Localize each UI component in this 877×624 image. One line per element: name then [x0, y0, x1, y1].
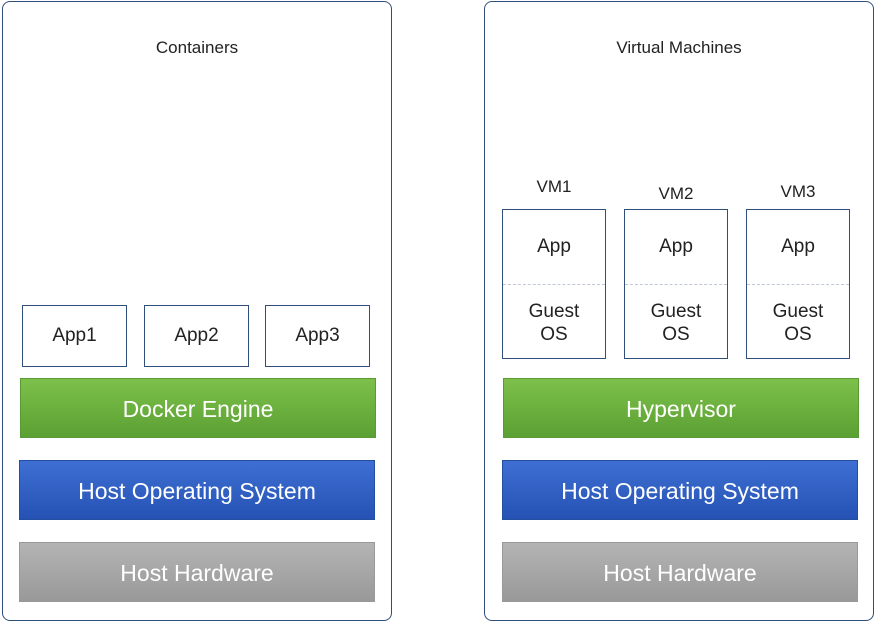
- vm3-guest-os: Guest OS: [747, 300, 849, 346]
- vm2-app: App: [625, 210, 727, 285]
- vm2-label: VM2: [658, 184, 694, 203]
- vm2-guest-line1: Guest: [650, 301, 702, 322]
- vm2-box: App Guest OS: [624, 209, 728, 359]
- vm3-label: VM3: [780, 182, 816, 201]
- vm-host-os-layer: Host Operating System: [502, 460, 858, 520]
- vm1-label: VM1: [536, 177, 572, 196]
- vm1-guest-line1: Guest: [528, 301, 580, 322]
- vms-panel: Virtual Machines VM1 App Guest OS VM2 Ap…: [484, 1, 874, 621]
- vm2-guest-os: Guest OS: [625, 300, 727, 346]
- container-app-1: App1: [22, 305, 127, 367]
- vm3-guest-line2: OS: [784, 324, 812, 345]
- docker-engine-layer: Docker Engine: [20, 378, 376, 438]
- containers-panel: Containers App1 App2 App3 Docker Engine …: [2, 1, 392, 621]
- vms-title: Virtual Machines: [616, 38, 742, 57]
- vm3-app: App: [747, 210, 849, 285]
- containers-title: Containers: [155, 38, 239, 57]
- vm-host-hardware-layer: Host Hardware: [502, 542, 858, 602]
- hypervisor-layer: Hypervisor: [503, 378, 859, 438]
- container-app-2: App2: [144, 305, 249, 367]
- container-host-os-layer: Host Operating System: [19, 460, 375, 520]
- vm1-guest-os: Guest OS: [503, 300, 605, 346]
- container-app-3: App3: [265, 305, 370, 367]
- vm3-guest-line1: Guest: [772, 301, 824, 322]
- vm1-guest-line2: OS: [540, 324, 568, 345]
- vm1-box: App Guest OS: [502, 209, 606, 359]
- vm3-box: App Guest OS: [746, 209, 850, 359]
- vm2-guest-line2: OS: [662, 324, 690, 345]
- container-host-hardware-layer: Host Hardware: [19, 542, 375, 602]
- vm1-app: App: [503, 210, 605, 285]
